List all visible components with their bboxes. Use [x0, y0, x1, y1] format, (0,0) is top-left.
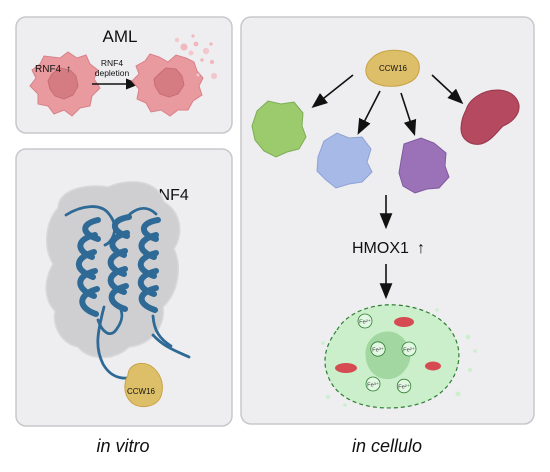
arrow-to-green-protein — [311, 74, 354, 108]
ccw16-label-vitro: CCW16 — [127, 387, 156, 396]
rnf4-helix-bundle — [64, 205, 191, 380]
iron-ion-4: Fe³⁺ — [365, 376, 381, 392]
red-protein-icon — [460, 89, 520, 145]
in-cellulo-panel: CCW16 HMOX1 ↑ Fe²⁺ — [240, 16, 535, 425]
arrow-to-red-protein — [431, 74, 464, 105]
depletion-label-line2: depletion — [95, 68, 130, 78]
ccw16-compound-cellulo: CCW16 — [365, 49, 420, 87]
ccw16-label-cellulo: CCW16 — [379, 64, 408, 73]
hmox1-label: HMOX1 — [352, 240, 409, 257]
hmox1-up-arrow-icon: ↑ — [417, 240, 425, 257]
in-cellulo-caption: in cellulo — [352, 436, 422, 456]
aml-cell-with-rnf4-high: RNF4 ↑ — [29, 51, 101, 117]
iron-ion-2-label: Fe³⁺ — [372, 346, 384, 353]
up-arrow-icon: ↑ — [66, 64, 71, 75]
lipid-peroxide-left — [335, 363, 357, 373]
blue-protein-icon — [316, 132, 373, 189]
green-protein-icon — [251, 100, 307, 158]
ccw16-compound-vitro: CCW16 — [124, 362, 163, 408]
iron-ion-1-label: Fe²⁺ — [359, 318, 371, 325]
iron-ion-2: Fe³⁺ — [370, 341, 386, 357]
iron-ion-5-label: Fe²⁺ — [398, 383, 410, 390]
in-vitro-caption: in vitro — [96, 436, 149, 456]
iron-ion-3-label: Fe²⁺ — [403, 346, 415, 353]
iron-ion-3: Fe²⁺ — [401, 341, 417, 357]
arrow-to-purple-protein — [400, 92, 417, 137]
iron-ion-1: Fe²⁺ — [357, 313, 373, 329]
iron-ion-5: Fe²⁺ — [396, 378, 412, 394]
iron-ion-4-label: Fe³⁺ — [367, 381, 379, 388]
rnf4-cell-label: RNF4 — [35, 64, 62, 75]
aml-cell-depleted — [131, 34, 218, 117]
depletion-label-line1: RNF4 — [101, 58, 123, 68]
lipid-peroxide-right — [425, 361, 441, 371]
purple-protein-icon — [398, 137, 450, 194]
aml-panel: AML RNF4 ↑ RNF4 depletion — [15, 16, 233, 134]
ferroptotic-cell: Fe²⁺ Fe³⁺ Fe²⁺ Fe³⁺ Fe²⁺ — [321, 304, 477, 409]
in-vitro-panel: RNF4 — [15, 148, 233, 427]
lipid-peroxide-top — [394, 317, 414, 327]
arrow-to-blue-protein — [357, 90, 381, 135]
aml-title: AML — [103, 27, 138, 46]
